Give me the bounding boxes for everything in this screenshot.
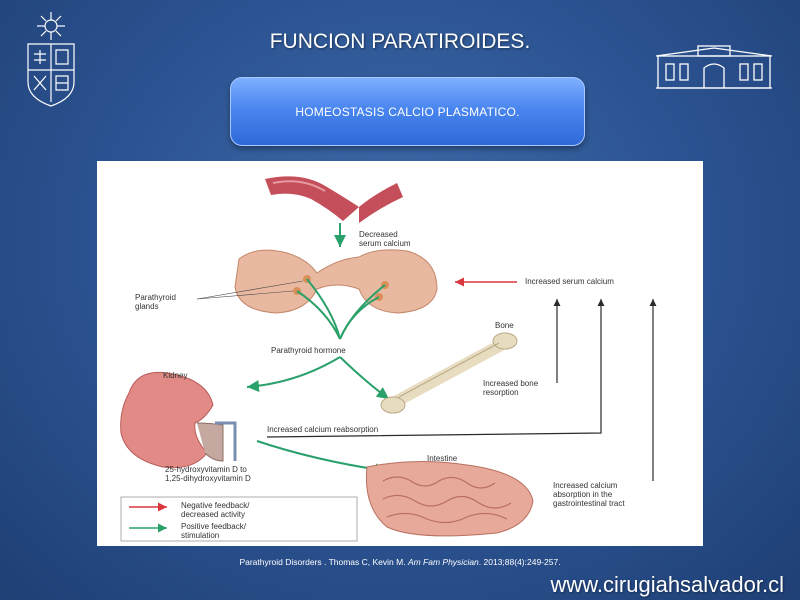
citation-journal: Am Fam Physician: [407, 557, 479, 567]
thyroid-gland-icon: [234, 249, 438, 314]
hospital-building-icon: [654, 42, 774, 97]
kidney-icon: [120, 371, 237, 469]
blood-vessel-icon: [265, 176, 403, 223]
effect-arrows: [266, 299, 657, 481]
slide-title: FUNCION PARATIROIDES.: [269, 30, 531, 53]
citation-authors: Parathyroid Disorders . Thomas C, Kevin …: [239, 557, 408, 567]
citation: Parathyroid Disorders . Thomas C, Kevin …: [0, 557, 800, 567]
label-parathyroid-glands: Parathyroid glands: [135, 293, 176, 311]
university-crest-icon: [22, 10, 80, 113]
website-url: www.cirugiahsalvador.cl: [550, 572, 784, 597]
label-intestine: Intestine: [427, 454, 458, 463]
label-calcium-reabsorption: Increased calcium reabsorption: [267, 425, 379, 434]
label-decreased-calcium: Decreased serum calcium: [359, 230, 411, 248]
legend-negative-feedback: Negative feedback/ decreased activity: [181, 501, 250, 519]
legend: [120, 496, 358, 542]
label-gi-absorption: Increased calcium absorption in the gast…: [553, 481, 625, 508]
label-vitamin-d: 25-hydroxyvitamin D to 1,25-dihydroxyvit…: [165, 465, 251, 483]
label-bone-resorption: Increased bone resorption: [483, 379, 539, 397]
subtitle-banner: HOMEOSTASIS CALCIO PLASMATICO.: [230, 77, 585, 146]
citation-details: . 2013;88(4):249-257.: [478, 557, 561, 567]
bone-icon: [380, 332, 518, 414]
subtitle-text: HOMEOSTASIS CALCIO PLASMATICO.: [295, 104, 520, 119]
label-bone: Bone: [495, 321, 514, 330]
intestine-icon: [365, 460, 534, 537]
label-kidney: Kidney: [163, 371, 188, 380]
label-increased-serum-calcium: Increased serum calcium: [525, 277, 614, 286]
calcium-homeostasis-diagram: Decreased serum calcium Increased serum …: [97, 161, 703, 546]
label-parathyroid-hormone: Parathyroid hormone: [271, 346, 346, 355]
legend-positive-feedback: Positive feedback/ stimulation: [181, 522, 246, 540]
